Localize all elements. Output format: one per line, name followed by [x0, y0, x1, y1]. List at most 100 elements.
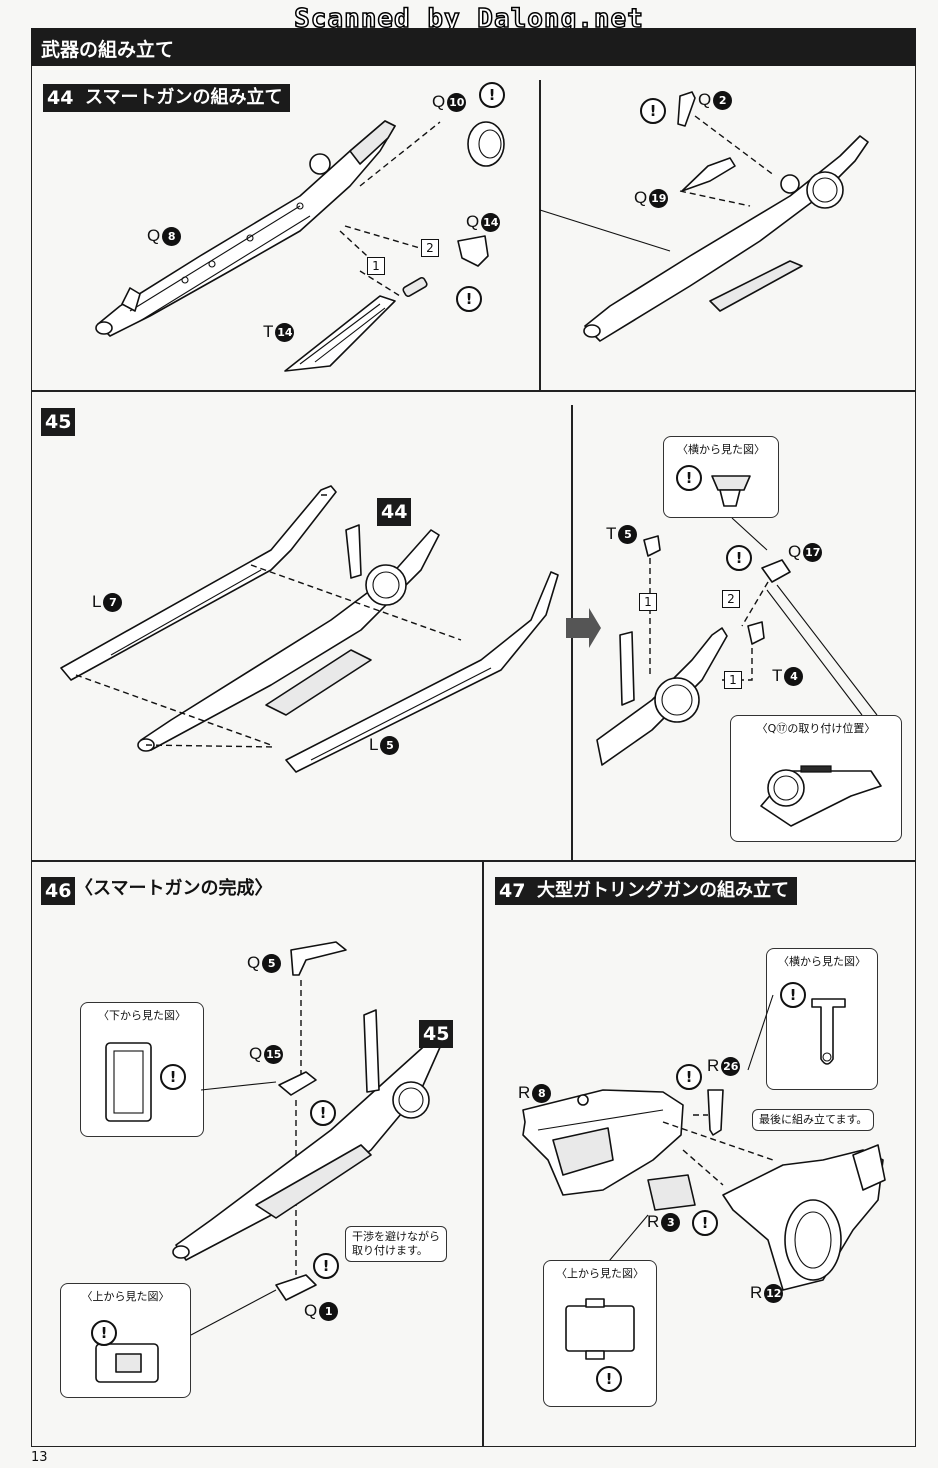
caution-note: 干渉を避けながら 取り付けます。 [345, 1226, 447, 1262]
part-number: 4 [784, 666, 804, 686]
part-number: 19 [649, 188, 669, 208]
page-number: 13 [31, 1450, 48, 1465]
part-letter: R [750, 1283, 763, 1302]
step-ref-44: 44 [377, 498, 412, 526]
part-number: 14 [275, 322, 295, 342]
r3-top-view [565, 1298, 635, 1360]
callout-label: 〈上から見た図〉 [556, 1267, 644, 1280]
caution-icon: ! [640, 98, 666, 124]
caution-icon: ! [91, 1320, 117, 1346]
part-letter: Q [788, 542, 802, 561]
row-divider [31, 860, 916, 862]
q15-bottom-view [105, 1042, 152, 1122]
caution-icon: ! [692, 1210, 718, 1236]
q17-attachment-drawing [596, 475, 878, 766]
part-number: 15 [264, 1044, 284, 1064]
step-ref-45: 45 [419, 1020, 454, 1048]
section-header: 武器の組み立て [31, 28, 916, 66]
part-letter: T [263, 322, 274, 341]
part-letter: Q [247, 953, 261, 972]
callout-label: 〈横から見た図〉 [778, 955, 866, 968]
gun-rail-assembly-drawing [60, 485, 601, 773]
callout-label: 〈横から見た図〉 [677, 443, 765, 456]
part-letter: L [92, 592, 102, 611]
assemble-last-note: 最後に組み立てます。 [752, 1109, 875, 1131]
step-title: 〈スマートガンの完成〉 [75, 878, 273, 899]
caution-icon: ! [726, 545, 752, 571]
smart-gun-final-drawing [172, 941, 442, 1336]
part-number: 5 [618, 524, 638, 544]
step-number: 45 [41, 408, 76, 436]
callout-label: 〈上から見た図〉 [81, 1290, 170, 1303]
callout-label: 〈下から見た図〉 [98, 1009, 186, 1022]
gatling-gun-drawing [522, 994, 886, 1291]
step-number: 46 [41, 877, 76, 905]
order-box: 1 [367, 257, 385, 275]
column-divider [539, 80, 541, 390]
part-letter: Q [249, 1044, 263, 1063]
part-letter: R [707, 1056, 720, 1075]
q1-top-view [95, 1343, 159, 1383]
caution-icon: ! [160, 1064, 186, 1090]
row-divider [31, 390, 916, 392]
caution-icon: ! [596, 1366, 622, 1392]
caution-icon: ! [456, 286, 482, 312]
part-letter: R [647, 1212, 660, 1231]
part-letter: Q [432, 92, 446, 111]
part-letter: R [518, 1083, 531, 1102]
part-number: 1 [319, 1301, 339, 1321]
q17-position-detail [760, 765, 882, 827]
step-title: スマートガンの組み立て [77, 84, 291, 112]
order-box: 1 [639, 593, 657, 611]
part-letter: Q [147, 226, 161, 245]
r26-side-view [811, 998, 846, 1065]
caution-icon: ! [479, 82, 505, 108]
caution-icon: ! [676, 1064, 702, 1090]
order-box: 1 [724, 671, 742, 689]
smart-gun-drawing-left [95, 120, 505, 372]
part-number: 5 [262, 953, 282, 973]
part-number: 26 [721, 1056, 741, 1076]
order-box: 2 [421, 239, 439, 257]
section-title: 武器の組み立て [41, 39, 175, 61]
smart-gun-drawing-right [539, 91, 869, 342]
q17-position-callout: 〈Q⑰の取り付け位置〉 [730, 715, 902, 842]
part-letter: Q [304, 1301, 318, 1320]
part-letter: Q [698, 90, 712, 109]
step-title: 大型ガトリングガンの組み立て [529, 877, 797, 905]
part-number: 12 [764, 1283, 784, 1303]
part-number: 5 [380, 735, 400, 755]
column-divider [482, 860, 484, 1446]
caution-icon: ! [310, 1100, 336, 1126]
part-number: 17 [803, 542, 823, 562]
part-number: 2 [713, 90, 733, 110]
part-number: 3 [661, 1212, 681, 1232]
note-line: 取り付けます。 [352, 1244, 428, 1257]
part-number: 8 [532, 1083, 552, 1103]
part-letter: Q [634, 188, 648, 207]
part-letter: L [369, 735, 379, 754]
callout-label: 〈Q⑰の取り付け位置〉 [756, 722, 876, 735]
order-box: 2 [722, 590, 740, 608]
part-letter: Q [466, 212, 480, 231]
top-view-callout: 〈上から見た図〉 [543, 1260, 657, 1407]
side-view-callout: 〈横から見た図〉 [766, 948, 878, 1090]
part-number: 7 [103, 592, 123, 612]
instruction-frame [31, 66, 916, 1447]
part-number: 10 [447, 92, 467, 112]
